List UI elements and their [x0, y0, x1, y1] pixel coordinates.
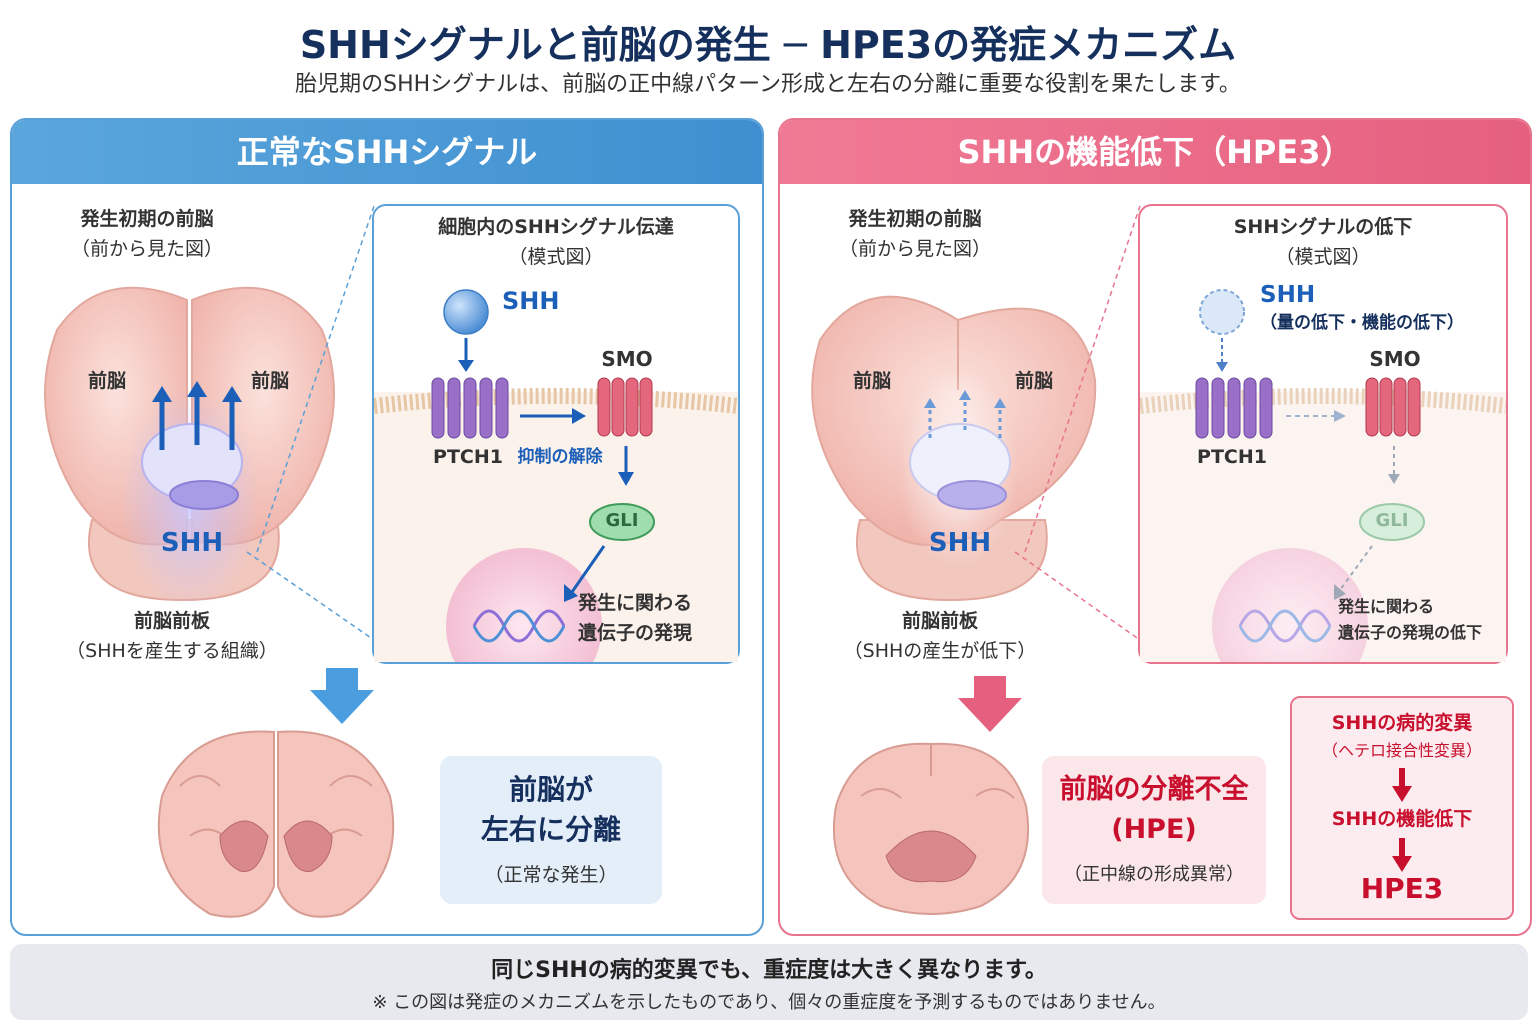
- page-title: SHHシグナルと前脳の発生 ─ HPE3の発症メカニズム: [299, 23, 1237, 67]
- forebrain-label-left: 前脳: [87, 370, 126, 392]
- hpe3-panel-header: SHHの機能低下（HPE3）: [780, 120, 1530, 184]
- gene-expression-line1-r: 発生に関わる: [1338, 597, 1435, 616]
- gli-node: [589, 503, 655, 541]
- prechordal-plate-caption-r: 前脳前板 （SHHの産生が低下）: [800, 606, 1080, 666]
- release-arrow: [572, 408, 586, 424]
- smo-receptor-r: [1365, 377, 1421, 437]
- normal-result-box: 前脳が 左右に分離 （正常な発生）: [440, 756, 662, 904]
- footer-disclaimer: ※ この図は発症のメカニズムを示したものであり、個々の重症度を予測するものではあ…: [372, 992, 1166, 1013]
- ptch1-label-r: PTCH1: [1197, 446, 1267, 468]
- smo-label-r: SMO: [1369, 347, 1421, 371]
- normal-result-note: （正常な発生）: [484, 864, 618, 886]
- early-forebrain-subtitle-r: （前から見た図）: [838, 238, 991, 260]
- hpe-result-line1: 前脳の分離不全: [1059, 774, 1249, 805]
- gene-expression-line1: 発生に関わる: [578, 592, 693, 614]
- zoom-connector-lines-r: [1014, 205, 1141, 641]
- footer-note: 同じSHHの病的変異でも、重症度は大きく異なります。 ※ この図は発症のメカニズ…: [10, 944, 1528, 1020]
- shh-ligand-label: SHH: [502, 287, 560, 315]
- inset-title-r: SHHシグナルの低下: [1233, 216, 1413, 238]
- early-forebrain-title-r: 発生初期の前脳: [848, 208, 982, 230]
- ptch1-label: PTCH1: [433, 446, 503, 468]
- chain-step-mutation-note: （ヘテロ接合性変異）: [1321, 741, 1482, 760]
- signal-arrows: [152, 381, 242, 450]
- inset-subtitle: （模式図）: [508, 246, 604, 268]
- fused-brain-illustration: [832, 742, 1030, 915]
- prechordal-plate-title-r: 前脳前板: [901, 610, 978, 632]
- reduced-shh-label: SHH: [1260, 282, 1316, 308]
- chain-step-hpe3: HPE3: [1360, 872, 1444, 905]
- dna-strand-a: [472, 609, 566, 643]
- inset-caption: 細胞内のSHHシグナル伝達 （模式図）: [374, 212, 738, 272]
- reduced-signaling-diagram: [1140, 289, 1506, 662]
- signaling-diagram: [374, 289, 738, 662]
- release-label: 抑制の解除: [517, 447, 603, 467]
- early-forebrain-caption: 発生初期の前脳 （前から見た図）: [32, 204, 262, 264]
- gli-label: GLI: [605, 510, 639, 531]
- forebrain-label-left-r: 前脳: [852, 370, 891, 392]
- early-forebrain-caption-r: 発生初期の前脳 （前から見た図）: [800, 204, 1030, 264]
- gli-label-r: GLI: [1375, 510, 1409, 531]
- gene-expression-caption-r: 発生に関わる 遺伝子の発現の低下: [1338, 594, 1504, 646]
- normal-result-title: 前脳が 左右に分離: [440, 770, 662, 850]
- zoom-connector-lines: [246, 205, 375, 641]
- dna-strand-b: [472, 609, 566, 643]
- page-subtitle: 胎児期のSHHシグナルは、前脳の正中線パターン形成と左右の分離に重要な役割を果た…: [295, 72, 1241, 97]
- nucleus: [446, 548, 602, 662]
- reduced-signaling-inset: SHHシグナルの低下 （模式図）: [1138, 204, 1508, 664]
- smo-label: SMO: [601, 347, 653, 371]
- prechordal-plate-title: 前脳前板: [133, 610, 210, 632]
- inset-title: 細胞内のSHHシグナル伝達: [438, 216, 674, 238]
- development-arrow-r: [958, 676, 1022, 732]
- hpe-result-line2: (HPE): [1111, 814, 1197, 845]
- shh-ligand-ball: [443, 289, 489, 335]
- early-forebrain-illustration: [44, 286, 335, 610]
- forebrain-label-right: 前脳: [250, 370, 289, 392]
- ptch1-receptor-r: [1195, 377, 1273, 439]
- normal-panel-header: 正常なSHHシグナル: [12, 120, 762, 184]
- chain-step-loss: SHHの機能低下: [1331, 808, 1473, 830]
- weak-signal-arrows: [924, 390, 1006, 438]
- gene-expression-line2-r: 遺伝子の発現の低下: [1338, 623, 1483, 642]
- reduced-shh-note: （量の低下・機能の低下）: [1260, 313, 1464, 333]
- prechordal-plate-shape-r: [937, 480, 1007, 510]
- inset-subtitle-r: （模式図）: [1275, 246, 1371, 268]
- normal-signal-panel: 正常なSHHシグナル 発生初期の前脳 （前から見た図） 前脳 前脳 SHH: [10, 118, 764, 936]
- chain-arrow-1: [1392, 768, 1412, 802]
- gli-node-r: [1359, 503, 1425, 541]
- development-arrow: [310, 668, 374, 724]
- mechanism-chain-box: SHHの病的変異 （ヘテロ接合性変異） SHHの機能低下 HPE3: [1290, 696, 1514, 920]
- gene-expression-caption: 発生に関わる 遺伝子の発現: [578, 588, 726, 648]
- shh-source-label-r: SHH: [928, 528, 992, 558]
- ptch1-receptor: [431, 377, 509, 439]
- gene-expression-line2: 遺伝子の発現: [578, 622, 693, 644]
- prechordal-plate-subtitle: （SHHを産生する組織）: [66, 640, 278, 662]
- footer-main: 同じSHHの病的変異でも、重症度は大きく異なります。: [491, 958, 1047, 983]
- hpe-result-box: 前脳の分離不全 (HPE) （正中線の形成異常）: [1042, 756, 1266, 904]
- smo-receptor: [597, 377, 653, 437]
- early-forebrain-illustration-r: [811, 295, 1097, 602]
- prechordal-plate-subtitle-r: （SHHの産生が低下）: [843, 640, 1037, 662]
- chain-arrow-2: [1392, 838, 1412, 872]
- prechordal-plate-shape: [169, 480, 239, 510]
- prechordal-plate-caption: 前脳前板 （SHHを産生する組織）: [32, 606, 312, 666]
- early-forebrain-subtitle: （前から見た図）: [70, 238, 223, 260]
- normal-result-line2: 左右に分離: [480, 813, 621, 846]
- signaling-inset: 細胞内のSHHシグナル伝達 （模式図）: [372, 204, 740, 664]
- cell-membrane: [374, 388, 738, 414]
- normal-result-line1: 前脳が: [508, 773, 593, 806]
- hpe-result-title: 前脳の分離不全 (HPE): [1042, 770, 1266, 850]
- hpe-result-note: （正中線の形成異常）: [1064, 864, 1244, 885]
- early-forebrain-title: 発生初期の前脳: [80, 208, 214, 230]
- shh-source-label: SHH: [160, 528, 224, 558]
- hpe3-panel: SHHの機能低下（HPE3） 発生初期の前脳 （前から見た図） 前脳 前脳 SH…: [778, 118, 1532, 936]
- reduced-shh-ligand: [1199, 289, 1245, 335]
- separated-brain-illustration: [157, 730, 395, 918]
- chain-step-mutation: SHHの病的変異: [1331, 712, 1473, 734]
- forebrain-label-right-r: 前脳: [1014, 370, 1053, 392]
- inset-caption-r: SHHシグナルの低下 （模式図）: [1140, 212, 1506, 272]
